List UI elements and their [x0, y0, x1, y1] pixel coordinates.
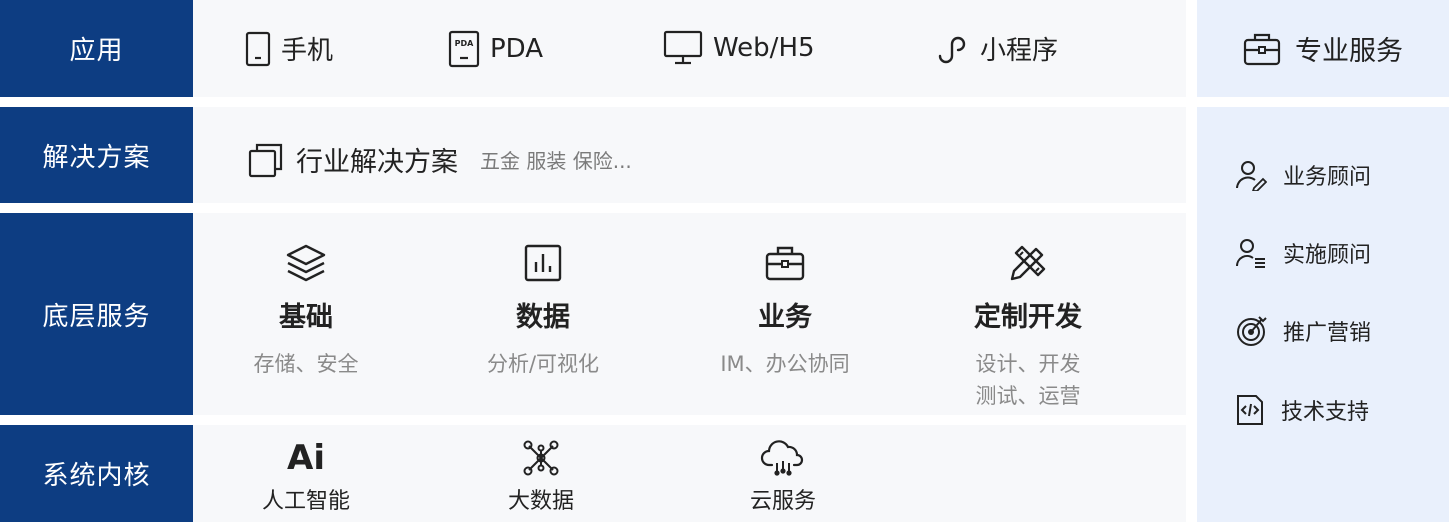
pda-icon-text: PDA	[455, 39, 475, 48]
service-foundation: 基础 存储、安全	[206, 243, 406, 380]
solution-title: 行业解决方案	[296, 147, 458, 178]
app-item-pda: PDA PDA	[448, 30, 543, 68]
toolbox-icon	[1243, 33, 1281, 65]
pencil-ruler-icon	[1010, 245, 1046, 281]
target-icon	[1237, 316, 1267, 346]
user-list-icon	[1236, 239, 1265, 268]
industry-solution: 行业解决方案 五金 服装 保险...	[248, 140, 632, 179]
row-label-solution: 解决方案	[0, 107, 193, 203]
mini-program-icon	[938, 36, 966, 63]
pro-services-list: 业务顾问 实施顾问 推广营销 技术支持	[1197, 107, 1449, 522]
layers-icon	[286, 244, 326, 282]
service-title: 基础	[279, 302, 333, 333]
copy-stack-icon	[248, 143, 283, 177]
core-title: 人工智能	[261, 489, 350, 514]
service-desc-line: 测试、运营	[975, 384, 1081, 408]
pro-service-item: 实施顾问	[1235, 237, 1371, 269]
network-nodes-icon	[523, 440, 559, 476]
solution-panel: 行业解决方案 五金 服装 保险...	[193, 107, 1186, 203]
row-label-base-service: 底层服务	[0, 213, 193, 415]
pro-service-item: 技术支持	[1235, 393, 1369, 427]
app-label: 小程序	[980, 36, 1059, 66]
pro-services-title: 专业服务	[1295, 36, 1403, 67]
monitor-icon	[663, 30, 703, 65]
base-service-panel: 基础 存储、安全 数据 分析/可视化 业务	[193, 213, 1186, 415]
app-item-mobile: 手机	[245, 30, 333, 67]
pro-service-label: 业务顾问	[1283, 165, 1372, 190]
core-cloud: 云服务	[713, 439, 853, 515]
service-desc-line: 存储、安全	[253, 352, 359, 376]
pro-service-label: 实施顾问	[1283, 243, 1372, 268]
app-label: Web/H5	[713, 33, 815, 63]
app-panel: 手机 PDA PDA Web/H5 小程序	[193, 0, 1186, 97]
service-desc: 分析/可视化	[487, 348, 599, 380]
service-data: 数据 分析/可视化	[443, 243, 643, 380]
pro-service-item: 业务顾问	[1235, 159, 1371, 191]
solution-subtitle: 五金 服装 保险...	[480, 149, 632, 173]
row-label-app: 应用	[0, 0, 193, 97]
service-business: 业务 IM、办公协同	[685, 243, 885, 380]
service-desc: 存储、安全	[254, 348, 359, 380]
service-title: 业务	[758, 302, 812, 333]
service-desc: IM、办公协同	[720, 348, 849, 380]
core-bigdata: 大数据	[471, 439, 611, 515]
core-ai: Ai 人工智能	[236, 439, 376, 515]
app-label: 手机	[281, 36, 334, 66]
app-item-miniprogram: 小程序	[936, 30, 1058, 67]
service-desc-line: IM、办公协同	[720, 352, 850, 376]
bar-chart-icon	[524, 244, 562, 282]
kernel-panel: Ai 人工智能 大数据	[193, 425, 1186, 522]
pro-service-label: 技术支持	[1281, 400, 1370, 425]
code-doc-icon	[1237, 395, 1263, 425]
service-title: 数据	[516, 302, 570, 333]
briefcase-icon	[765, 246, 805, 281]
core-title: 云服务	[749, 489, 816, 514]
user-edit-icon	[1236, 161, 1267, 191]
core-title: 大数据	[507, 489, 574, 514]
pro-service-item: 推广营销	[1235, 315, 1371, 347]
row-label-kernel: 系统内核	[0, 425, 193, 522]
ai-icon: Ai	[287, 438, 325, 478]
cloud-icon	[760, 440, 804, 476]
pro-service-label: 推广营销	[1283, 321, 1372, 346]
service-desc: 设计、开发 测试、运营	[976, 348, 1081, 412]
app-item-web: Web/H5	[663, 30, 815, 66]
app-label: PDA	[490, 34, 544, 64]
pda-device-icon: PDA	[448, 30, 480, 68]
service-desc-line: 设计、开发	[975, 352, 1081, 376]
service-desc-line: 分析/可视化	[486, 352, 600, 376]
service-custom-dev: 定制开发 设计、开发 测试、运营	[928, 243, 1128, 412]
mobile-phone-icon	[245, 31, 271, 66]
service-title: 定制开发	[974, 302, 1082, 333]
pro-services-header: 专业服务	[1197, 0, 1449, 97]
